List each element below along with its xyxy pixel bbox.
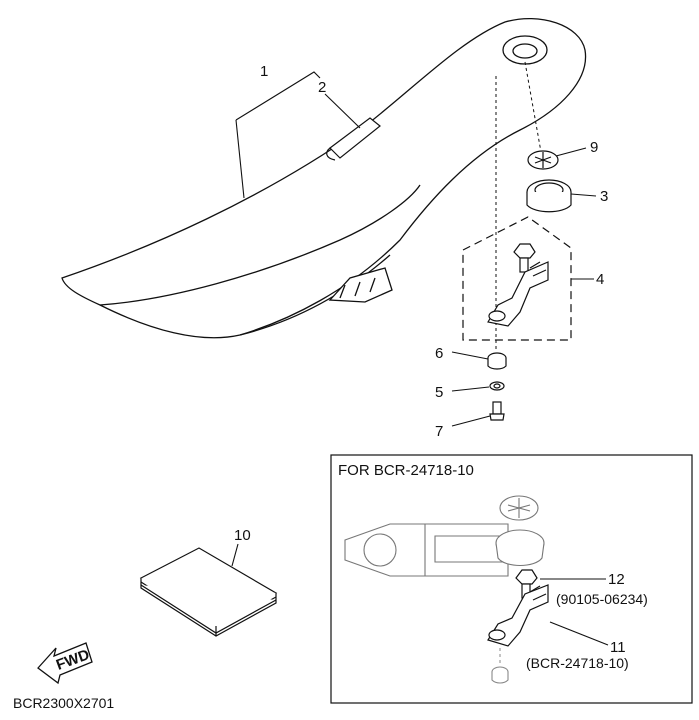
- callout-4: 4: [596, 271, 604, 288]
- bolt: [489, 401, 505, 421]
- seat: [61, 18, 587, 339]
- variant-bracket: [487, 584, 549, 647]
- rubber-cap: [526, 179, 572, 213]
- variant-bracket-top-view: [344, 523, 509, 577]
- leader-lines-top: [235, 71, 361, 199]
- owners-manual: [139, 547, 278, 637]
- variant-cap: [495, 529, 545, 567]
- callout-5: 5: [435, 384, 443, 401]
- emblem-grommet: [527, 150, 559, 170]
- callout-9: 9: [590, 139, 598, 156]
- callout-3: 3: [600, 188, 608, 205]
- seat-label: [326, 117, 381, 161]
- alignment-dashes: [495, 61, 542, 350]
- collar: [489, 381, 505, 391]
- leader-lines-right: [451, 147, 597, 427]
- callout-2: 2: [318, 79, 326, 96]
- variant-bracket-part-number: (BCR-24718-10): [526, 655, 629, 671]
- damper-rubber: [487, 352, 507, 370]
- callout-1: 1: [260, 63, 268, 80]
- variant-bolt-part-number: (90105-06234): [556, 591, 648, 607]
- variant-damper: [491, 666, 509, 684]
- callout-7: 7: [435, 423, 443, 440]
- leader-lines-box: [540, 578, 609, 646]
- leader-line-10: [231, 543, 239, 567]
- bracket-assembly-box: [462, 216, 572, 341]
- diagram-code: BCR2300X2701: [13, 695, 114, 711]
- callout-10: 10: [234, 527, 251, 544]
- fwd-arrow-icon: [37, 642, 93, 685]
- bracket: [487, 261, 549, 327]
- variant-bolt: [515, 569, 538, 599]
- callout-12: 12: [608, 571, 625, 588]
- variant-grommet: [499, 495, 539, 521]
- variant-box-frame: [330, 454, 693, 704]
- variant-box-title: FOR BCR-24718-10: [338, 462, 474, 479]
- callout-11: 11: [610, 639, 626, 656]
- callout-6: 6: [435, 345, 443, 362]
- bracket-bolt: [513, 243, 536, 273]
